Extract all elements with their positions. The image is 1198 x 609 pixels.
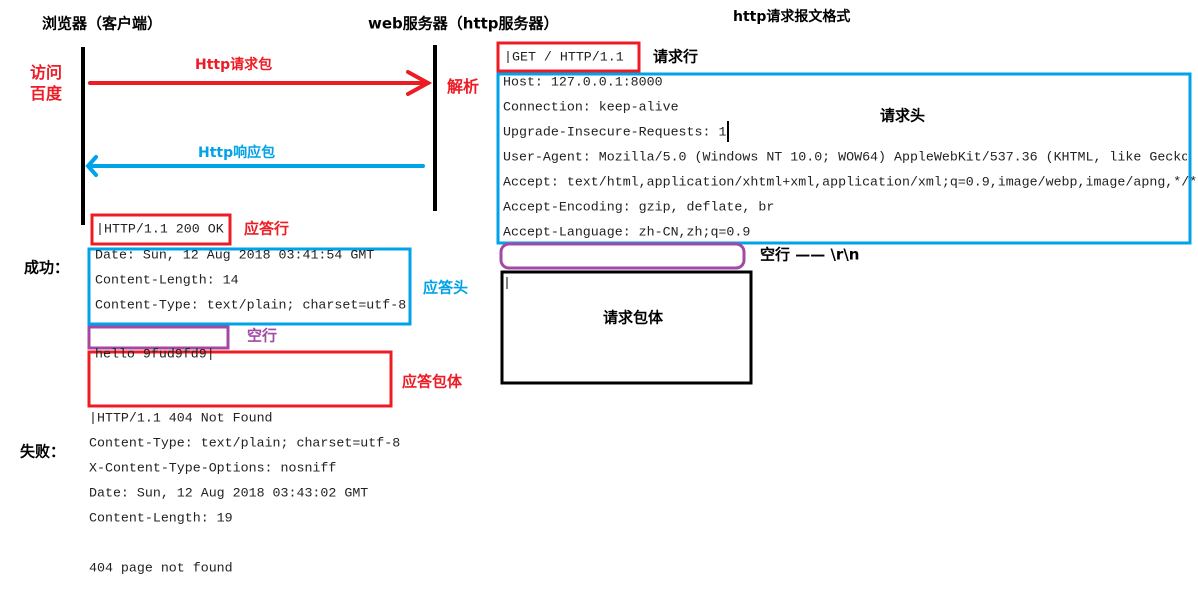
request-format-title: http请求报文格式 xyxy=(733,9,851,25)
failure-line: X-Content-Type-Options: nosniff xyxy=(89,460,337,476)
visit-label: 访问 xyxy=(30,63,63,82)
request-body-label: 请求包体 xyxy=(603,308,664,327)
failure-label: 失败： xyxy=(20,442,66,461)
response-body: hello 9fud9fd9| xyxy=(95,346,215,362)
request-header: Host: 127.0.0.1:8000 xyxy=(503,74,663,90)
failure-line: Date: Sun, 12 Aug 2018 03:43:02 GMT xyxy=(89,485,369,501)
response-blank-label: 空行 xyxy=(247,326,278,345)
request-body-box xyxy=(500,270,753,385)
response-arrow-label: Http响应包 xyxy=(198,145,276,161)
request-arrow-label: Http请求包 xyxy=(195,57,273,73)
client-title: 浏览器（客户端） xyxy=(42,14,163,33)
request-blank-label: 空行 —— \r\n xyxy=(760,245,860,264)
request-header: Connection: keep-alive xyxy=(503,99,679,115)
response-header: Content-Type: text/plain; charset=utf-8 xyxy=(95,297,407,313)
response-header: Content-Length: 14 xyxy=(95,272,239,288)
request-blank-box xyxy=(499,242,746,270)
response-blank-box xyxy=(87,325,230,350)
response-headers-box xyxy=(87,247,412,326)
request-line: |GET / HTTP/1.1 xyxy=(504,49,624,65)
response-arrow xyxy=(85,155,425,177)
request-line-label: 请求行 xyxy=(653,47,699,66)
response-header: Date: Sun, 12 Aug 2018 03:41:54 GMT xyxy=(95,247,375,263)
response-headers-label: 应答头 xyxy=(423,278,469,297)
request-header: Accept: text/html,application/xhtml+xml,… xyxy=(503,175,1198,189)
response-body-box xyxy=(87,350,393,408)
failure-body: 404 page not found xyxy=(89,560,233,576)
server-title: web服务器（http服务器） xyxy=(368,14,559,33)
request-line-box xyxy=(496,41,641,73)
response-body-label: 应答包体 xyxy=(402,372,463,391)
request-headers-label: 请求头 xyxy=(880,106,926,125)
request-header: Accept-Encoding: gzip, deflate, br xyxy=(503,199,775,215)
failure-line: Content-Type: text/plain; charset=utf-8 xyxy=(89,435,401,451)
baidu-label: 百度 xyxy=(30,84,63,103)
parse-label: 解析 xyxy=(447,77,480,96)
request-header: User-Agent: Mozilla/5.0 (Windows NT 10.0… xyxy=(503,150,1187,164)
request-arrow xyxy=(88,70,433,96)
request-header: Upgrade-Insecure-Requests: 1 xyxy=(503,124,727,140)
request-headers-box xyxy=(496,72,1192,245)
status-line: |HTTP/1.1 200 OK xyxy=(96,221,224,237)
request-header: Accept-Language: zh-CN,zh;q=0.9 xyxy=(503,224,751,240)
status-line-box xyxy=(90,213,232,246)
success-label: 成功： xyxy=(24,258,70,277)
status-line-label: 应答行 xyxy=(244,219,290,238)
failure-line: |HTTP/1.1 404 Not Found xyxy=(89,410,273,426)
failure-line: Content-Length: 19 xyxy=(89,510,233,526)
